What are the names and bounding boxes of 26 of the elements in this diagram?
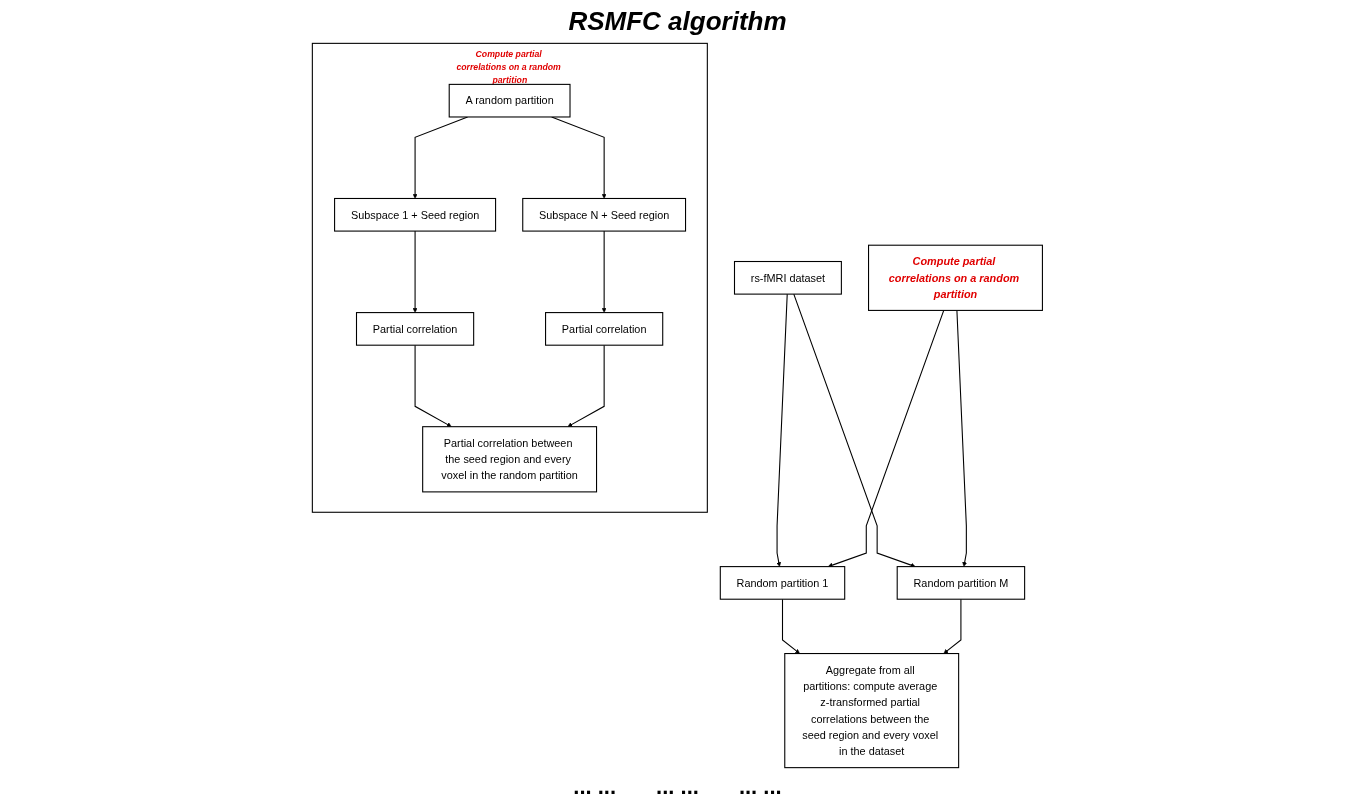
node-box: Partial correlation [356,312,475,346]
node-box: Compute partial correlations on a random partition [868,244,1044,311]
arrow [943,598,962,654]
node-box: Subspace 1 + Seed region [334,197,497,232]
diagram-title: RSMFC algorithm [568,6,787,37]
ellipsis-note: ... ... [738,774,782,800]
arrow [776,293,788,567]
arrow [782,598,800,654]
arrow [567,344,605,427]
arrow [412,230,418,313]
ellipsis-note: ... ... [656,774,699,800]
arrow [793,293,916,568]
node-box: rs-fMRI dataset [734,260,843,295]
node-box: Partial correlation [545,312,664,346]
node-box: Aggregate from all partitions: compute average z-transformed partial correlations between the seed region and every voxel in the dataset [784,653,960,769]
node-box: Partial correlation between the seed region and every voxel in the random partition [422,426,598,493]
arrow [956,309,968,567]
node-box: Subspace N + Seed region [522,197,687,232]
arrow [414,344,452,427]
arrow [551,116,607,199]
arrow [601,230,607,313]
node-box: A random partition [448,83,571,118]
arrow [828,309,945,568]
node-box: Random partition M [896,566,1026,600]
node-box: Random partition 1 [719,566,846,600]
ellipsis-note: ... ... [573,774,617,800]
